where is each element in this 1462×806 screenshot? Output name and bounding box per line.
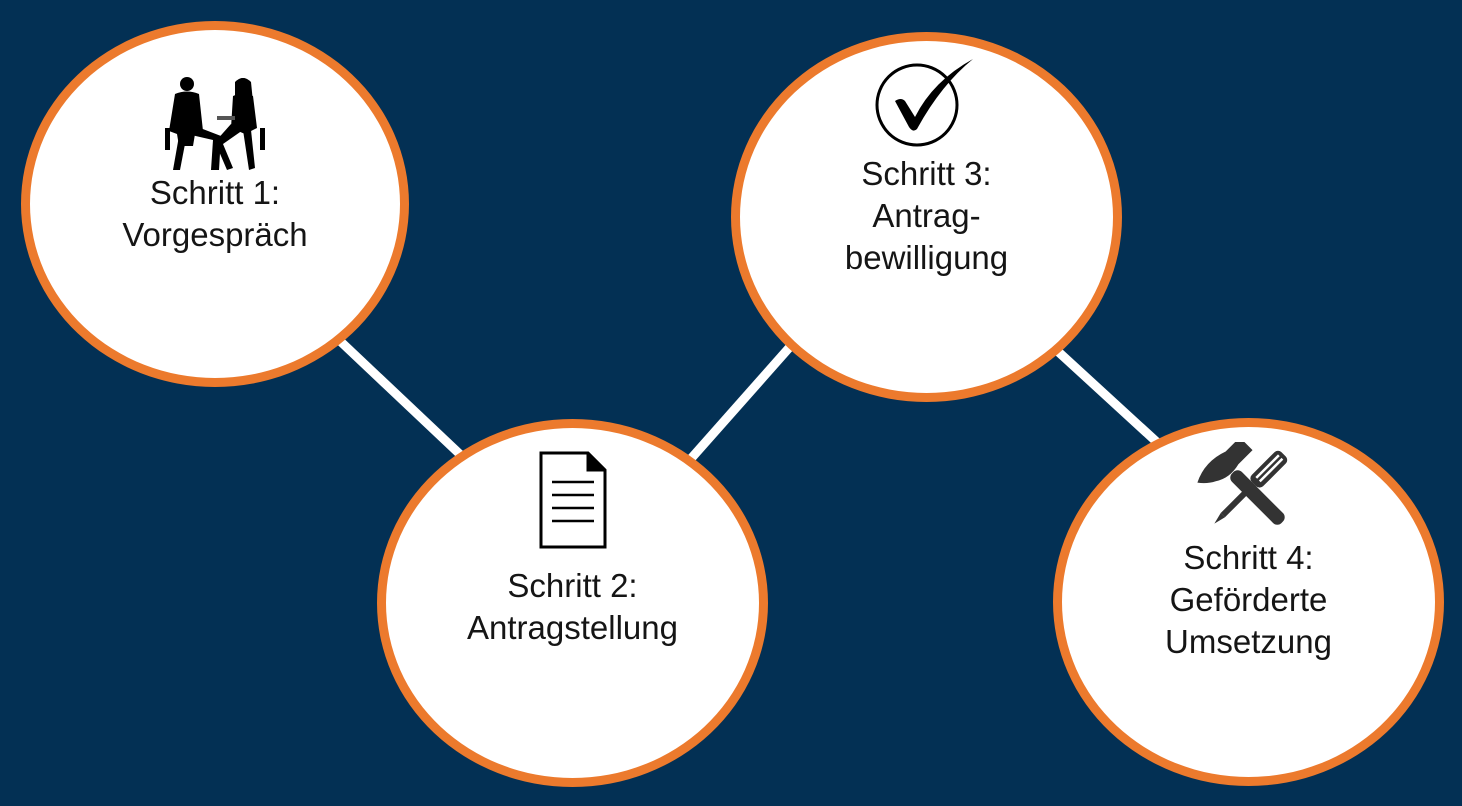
- step-2-label: Schritt 2: Antragstellung: [386, 565, 759, 649]
- step-4-circle: Schritt 4: Geförderte Umsetzung: [1053, 418, 1444, 786]
- step-4-number: Schritt 4:: [1183, 539, 1314, 576]
- document-icon: [539, 451, 606, 549]
- step-4-title-line-1: Geförderte: [1169, 581, 1328, 618]
- step-4-title-line-2: Umsetzung: [1165, 623, 1332, 660]
- step-2-circle: Schritt 2: Antragstellung: [377, 419, 768, 787]
- step-3-number: Schritt 3:: [861, 155, 992, 192]
- step-3-title-line-2: bewilligung: [844, 239, 1009, 276]
- connector-3-4: [1048, 342, 1164, 449]
- hammer-screwdriver-icon: [1196, 442, 1287, 525]
- step-2-number: Schritt 2:: [507, 567, 638, 604]
- step-1-circle: Schritt 1: Vorgespräch: [21, 21, 409, 387]
- step-1-number: Schritt 1:: [149, 174, 281, 211]
- connector-2-3: [684, 337, 800, 465]
- step-4-label: Schritt 4: Geförderte Umsetzung: [1062, 537, 1435, 663]
- checkmark-icon: [875, 59, 973, 147]
- step-3-circle: Schritt 3: Antrag- bewilligung: [731, 32, 1122, 402]
- step-3-title-line-1: Antrag-: [872, 197, 981, 234]
- step-1-title: Vorgespräch: [122, 216, 308, 253]
- connector-1-2: [335, 336, 470, 464]
- step-1-label: Schritt 1: Vorgespräch: [30, 172, 400, 256]
- business-meeting-icon: [165, 77, 265, 170]
- step-2-title: Antragstellung: [467, 609, 678, 646]
- step-3-label: Schritt 3: Antrag- bewilligung: [740, 153, 1113, 279]
